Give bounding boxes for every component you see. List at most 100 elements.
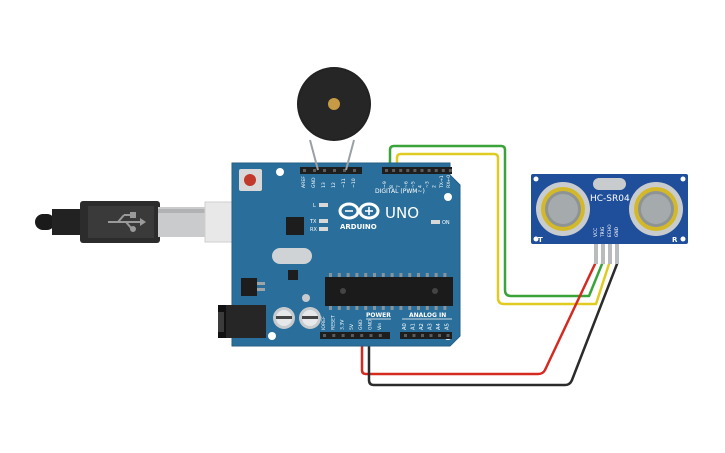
chip-pin xyxy=(425,273,429,277)
sensor-pin-echo: ECHO xyxy=(607,224,613,237)
reset-button[interactable] xyxy=(239,169,262,191)
header-pin-hole[interactable] xyxy=(350,334,354,337)
usb-chip xyxy=(286,217,304,235)
chip-pin xyxy=(364,306,368,310)
chip-pin xyxy=(355,306,359,310)
header-pin-hole[interactable] xyxy=(343,169,346,172)
arduino-logo xyxy=(338,202,380,220)
wire-red[interactable] xyxy=(360,262,597,376)
digital-pin-12: 12 xyxy=(331,182,337,188)
mount-hole xyxy=(276,168,284,176)
chip-pin xyxy=(337,273,341,277)
digital-pin-10: ~10 xyxy=(351,178,357,188)
header-pin-hole[interactable] xyxy=(385,169,388,172)
sensor-t-label: T xyxy=(538,236,543,244)
digital-pin-aref: AREF xyxy=(301,176,307,188)
header-pin-hole[interactable] xyxy=(378,334,382,337)
sensor-r-label: R xyxy=(672,236,678,244)
sensor-crystal xyxy=(593,178,626,190)
dc-power-jack[interactable] xyxy=(218,305,266,338)
header-pin-hole[interactable] xyxy=(406,169,410,172)
power-pin-reset: RESET xyxy=(330,315,336,330)
usb-cable xyxy=(35,201,263,243)
atmega-chip xyxy=(325,273,453,310)
power-header-label: POWER xyxy=(366,312,391,319)
chip-pin xyxy=(425,306,429,310)
power-header[interactable] xyxy=(320,332,390,339)
header-pin-hole[interactable] xyxy=(353,169,356,172)
chip-pin xyxy=(329,273,332,277)
digital-pin-13: 13 xyxy=(321,182,327,188)
led-rx-label: RX xyxy=(310,227,317,233)
chip-pin xyxy=(408,273,412,277)
header-pin-hole[interactable] xyxy=(399,169,403,172)
chip-pin xyxy=(443,306,447,310)
analog-pin-a2: A2 xyxy=(419,323,425,330)
digital-pin-11: ~11 xyxy=(341,178,347,188)
header-pin-hole[interactable] xyxy=(332,334,336,337)
digital-header-label: DIGITAL (PWM~) xyxy=(375,188,425,195)
header-pin-hole[interactable] xyxy=(413,169,417,172)
chip-pin xyxy=(417,306,420,310)
header-pin-hole[interactable] xyxy=(421,334,424,337)
wire-green[interactable] xyxy=(388,144,604,298)
header-pin-hole[interactable] xyxy=(420,169,424,172)
mount-hole xyxy=(680,236,686,242)
analog-pin-a1: A1 xyxy=(411,323,417,330)
digital-header[interactable] xyxy=(382,167,452,174)
digital-pin-7: 7 xyxy=(396,185,402,188)
header-pin-hole[interactable] xyxy=(427,169,431,172)
header-pin-hole[interactable] xyxy=(313,169,316,172)
header-pin-hole[interactable] xyxy=(412,334,416,337)
chip-pin xyxy=(399,306,403,310)
header-pin-hole[interactable] xyxy=(434,169,438,172)
digital-header[interactable] xyxy=(300,167,362,174)
crystal-oscillator xyxy=(272,248,312,264)
header-pin-hole[interactable] xyxy=(323,334,326,337)
chip-pin xyxy=(346,273,350,277)
sensor-pin-header[interactable] xyxy=(594,244,598,264)
digital-pin-3: ~3 xyxy=(425,181,431,188)
analog-pin-a3: A3 xyxy=(428,323,434,330)
mount-hole xyxy=(444,193,452,201)
chip-pin xyxy=(329,306,332,310)
power-pin-gnd: GND xyxy=(368,319,374,330)
header-pin-hole[interactable] xyxy=(323,169,326,172)
header-pin-hole[interactable] xyxy=(446,334,450,337)
buzzer-center-icon xyxy=(328,98,340,110)
header-pin-hole[interactable] xyxy=(333,169,336,172)
analog-pin-a0: A0 xyxy=(402,323,408,330)
wire-black[interactable] xyxy=(367,262,619,387)
header-pin-hole[interactable] xyxy=(392,169,396,172)
header-pin-hole[interactable] xyxy=(441,169,445,172)
sensor-pin-header[interactable] xyxy=(615,244,619,264)
power-pin-gnd: GND xyxy=(358,319,364,330)
header-pin-hole[interactable] xyxy=(404,334,407,337)
header-pin-hole[interactable] xyxy=(429,334,433,337)
led-l-label: L xyxy=(313,203,316,209)
header-pin-hole[interactable] xyxy=(341,334,345,337)
chip-pin xyxy=(434,273,438,277)
digital-pin-8: 8 xyxy=(389,185,395,188)
chip-pin xyxy=(390,273,394,277)
header-pin-hole[interactable] xyxy=(369,334,373,337)
sensor-pin-header[interactable] xyxy=(601,244,605,264)
chip-pin xyxy=(381,306,385,310)
header-pin-hole[interactable] xyxy=(438,334,441,337)
chip-pin xyxy=(390,306,394,310)
header-pin-hole[interactable] xyxy=(360,334,364,337)
analog-header[interactable] xyxy=(400,332,452,339)
piezo-buzzer[interactable] xyxy=(297,67,371,171)
digital-pin-4: 4 xyxy=(418,185,424,188)
mount-hole xyxy=(268,332,276,340)
capacitor xyxy=(299,307,321,329)
header-pin-hole[interactable] xyxy=(303,169,306,172)
header-pin-hole[interactable] xyxy=(448,169,452,172)
transducer-left xyxy=(536,182,590,236)
sensor-pin-header[interactable] xyxy=(608,244,612,264)
analog-pin-a5: A5 xyxy=(445,323,451,330)
wire-yellow[interactable] xyxy=(395,152,611,306)
